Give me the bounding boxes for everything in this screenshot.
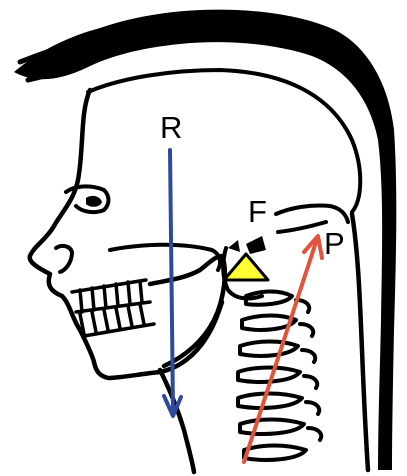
upper-teeth [72,280,150,312]
occipital-ridge [278,222,326,232]
label-resultant: R [160,110,182,145]
face-profile [30,90,222,378]
label-posterior: P [324,226,345,261]
nasal-cavity [56,246,72,272]
eye [86,196,102,207]
cervical-spine [238,292,321,460]
mandible [150,256,225,366]
neck-back [352,214,368,470]
skull-outline [88,70,360,212]
neck-front [160,370,194,472]
occipital-base [276,205,348,222]
atlas-notch [228,240,240,252]
label-fulcrum: F [248,194,267,229]
fulcrum-triangle-icon [224,254,268,280]
occipital-condyle [246,236,266,254]
